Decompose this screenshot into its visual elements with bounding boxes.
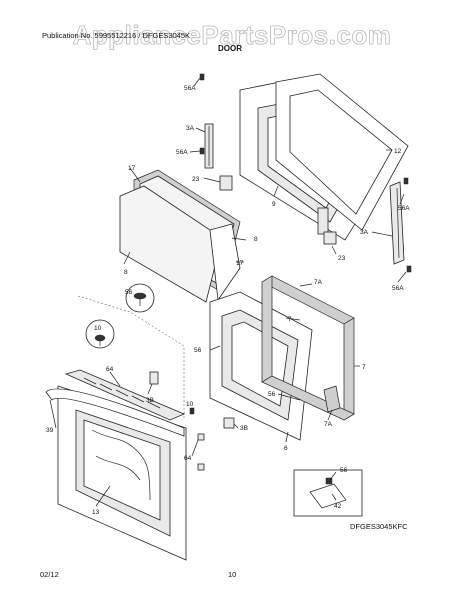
door-handle — [45, 388, 185, 437]
callout-42: 42 — [334, 503, 342, 510]
footer-page: 10 — [228, 570, 236, 579]
model-number: DFGES3045KFC — [350, 522, 408, 531]
screw-56a-bottom-right — [406, 265, 412, 273]
vent-strip — [64, 369, 186, 421]
clip-3b-left — [149, 371, 159, 385]
callout-6: 6 — [284, 445, 288, 452]
callout-56-frame: 56 — [194, 347, 202, 354]
gasket-7-right — [343, 317, 355, 421]
gasket-7a-bottom — [261, 375, 355, 421]
callout-56-screw: 56 — [125, 289, 133, 296]
callout-56a-bottom-right: 56A — [392, 285, 404, 292]
inset-detail-box — [293, 469, 363, 517]
callout-64-top: 64 — [106, 366, 114, 373]
callout-7a-bottom: 7A — [324, 421, 333, 428]
glass-spacer-frame — [209, 223, 241, 302]
callout-56a-top-left: 56A — [184, 85, 196, 92]
callout-39: 39 — [46, 427, 54, 434]
callout-10-screw: 10 — [94, 325, 102, 332]
door-glass-pattern — [91, 429, 151, 501]
callout-56a-mid-left: 56A — [176, 149, 188, 156]
callout-8-left: 8 — [124, 269, 128, 276]
callout-10-right: 10 — [186, 401, 194, 408]
callout-23-left: 23 — [192, 176, 200, 183]
inner-glass-panel-8 — [119, 185, 223, 303]
callout-7a-top: 7A — [314, 279, 323, 286]
screw-56a-top-left — [199, 73, 205, 81]
callout-13: 13 — [92, 509, 100, 516]
callout-12: 12 — [394, 148, 402, 155]
callout-56-lower: 56 — [268, 391, 276, 398]
screw-detail-10 — [85, 319, 115, 349]
callout-3b-left: 3B — [146, 397, 154, 404]
callout-7-mid: 7 — [288, 316, 292, 323]
callout-9: 9 — [272, 201, 276, 208]
publication-subtitle: Publication No. 5995512216 / DFGES3045K — [42, 31, 190, 40]
watermark: AppliancePartsPros.com — [73, 20, 392, 50]
callout-64-bottom: 64 — [184, 455, 192, 462]
clip-3b-right — [223, 417, 235, 429]
hinge-left — [204, 123, 233, 191]
outer-door-panel — [57, 385, 187, 561]
screw-56a-mid-left — [199, 147, 205, 155]
screw-64-lower-a — [197, 433, 205, 441]
callout-7-right: 7 — [362, 364, 366, 371]
screw-64-lower-b — [197, 463, 205, 471]
callout-56a-right: 56A — [398, 205, 410, 212]
callout-17-top: 17 — [128, 165, 136, 172]
callout-23-right: 23 — [338, 255, 346, 262]
callout-3a-left: 3A — [186, 125, 195, 132]
door-outer-frame — [275, 73, 409, 231]
callout-3a-right: 3A — [360, 229, 369, 236]
section-title: DOOR — [218, 44, 242, 53]
callout-56-inset: 56 — [340, 467, 348, 474]
leader-lines — [49, 77, 407, 507]
callout-3b-right: 3B — [240, 425, 248, 432]
gasket-7a-top — [261, 275, 355, 383]
callout-8-right: 8 — [254, 236, 258, 243]
screw-56a-right — [403, 177, 409, 185]
callout-17-right: 17 — [236, 260, 244, 267]
screw-detail-56 — [125, 283, 155, 313]
footer-date: 02/12 — [40, 570, 59, 579]
